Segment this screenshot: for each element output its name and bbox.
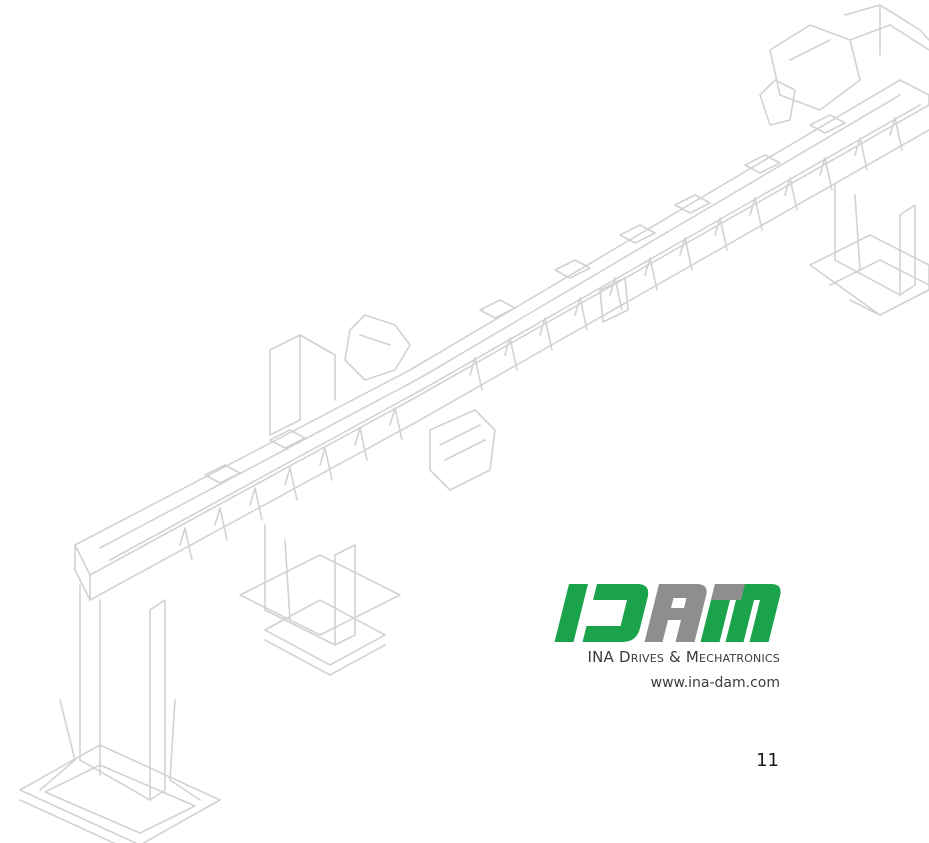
logo-tagline: INA Drives & Mechatronics	[587, 648, 780, 666]
website-url: www.ina-dam.com	[650, 675, 780, 691]
idam-logo: INA Drives & Mechatronics www.ina-dam.co…	[540, 580, 790, 700]
idam-wordmark-logo	[554, 584, 781, 642]
page-number: 11	[756, 750, 779, 771]
